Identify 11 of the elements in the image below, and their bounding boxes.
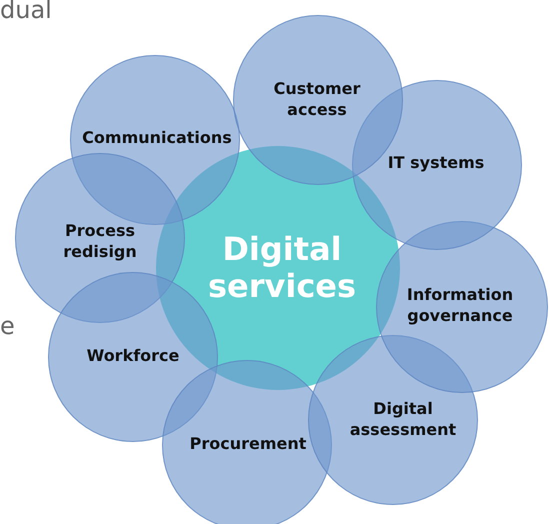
center-title: Digital services bbox=[202, 231, 362, 305]
text-fragment: e bbox=[0, 312, 15, 340]
topic-label: Digital assessment bbox=[348, 399, 458, 441]
topic-label: Customer access bbox=[257, 79, 377, 121]
topic-label: Information governance bbox=[390, 285, 530, 327]
topic-label: IT systems bbox=[376, 152, 496, 174]
topic-label: Process redisign bbox=[45, 221, 155, 263]
topic-label: Communications bbox=[67, 128, 247, 148]
topic-label: Workforce bbox=[73, 346, 193, 366]
topic-label: Procurement bbox=[178, 434, 318, 454]
text-fragment: dual bbox=[0, 0, 52, 24]
